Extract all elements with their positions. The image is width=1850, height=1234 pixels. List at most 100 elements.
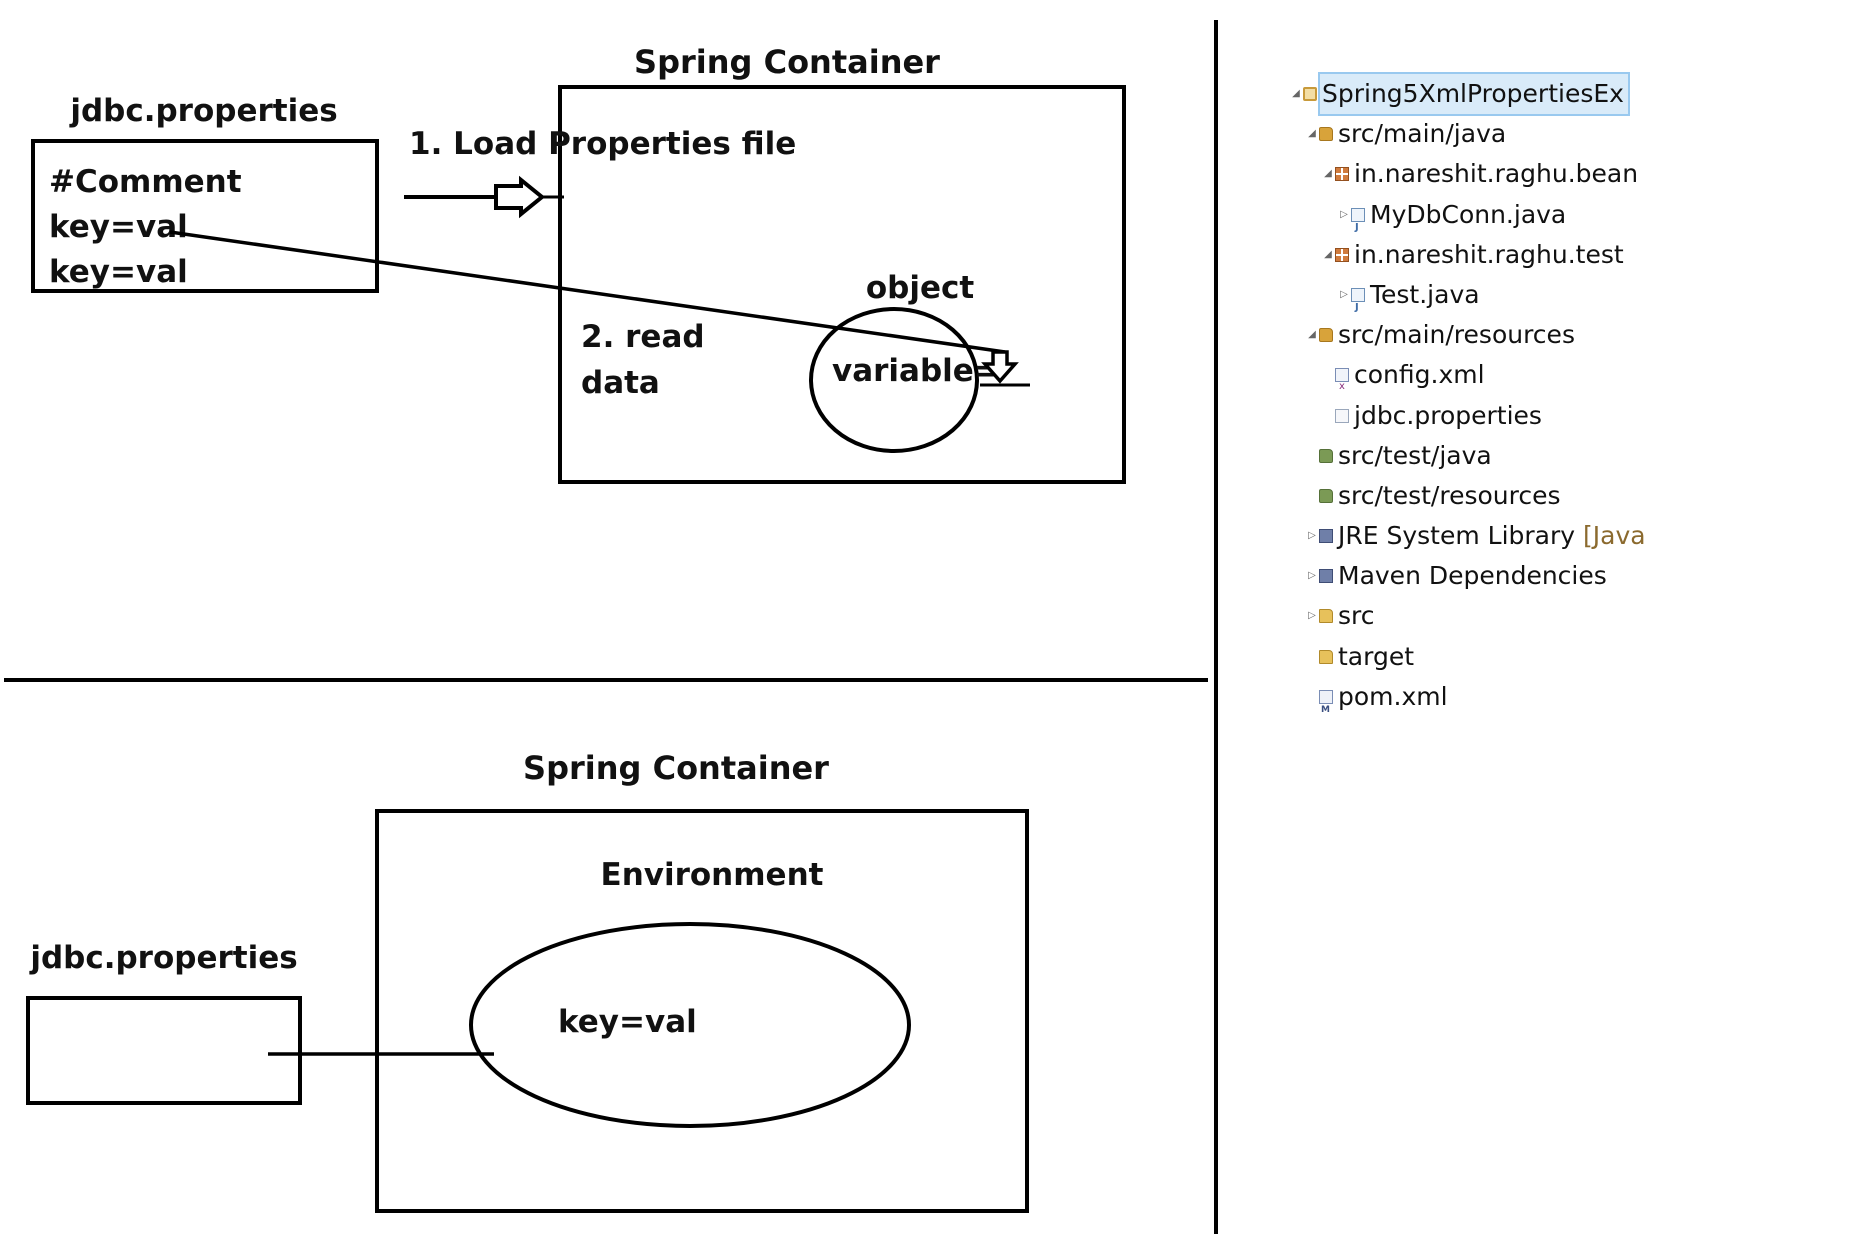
- tree-item[interactable]: ◢ src/main/resources: [1290, 315, 1830, 355]
- step2-label-line2: data: [581, 365, 660, 401]
- java-file-icon: [1351, 287, 1365, 328]
- tree-item-label: MyDbConn.java: [1370, 195, 1566, 235]
- no-twisty: [1322, 355, 1334, 395]
- library-icon: [1319, 529, 1333, 544]
- bottom-container-title: Spring Container: [523, 749, 829, 787]
- tree-item-text: Maven Dependencies: [1338, 561, 1607, 591]
- xml-file-icon: [1335, 367, 1349, 407]
- source-folder-icon: [1319, 127, 1333, 142]
- tree-item-text: src/main/java: [1338, 119, 1507, 149]
- tree-item-label: src/main/java: [1338, 114, 1506, 154]
- tree-item-text: in.nareshit.raghu.bean: [1354, 159, 1639, 189]
- tree-item-text: src/main/resources: [1338, 320, 1575, 350]
- tree-item[interactable]: jdbc.properties: [1290, 396, 1830, 436]
- tree-item-text: pom.xml: [1338, 681, 1448, 711]
- source-folder-icon: [1319, 328, 1333, 343]
- collapsed-twisty-icon[interactable]: ▷: [1340, 208, 1348, 220]
- tree-item[interactable]: src/test/resources: [1290, 476, 1830, 516]
- top-spring-container-box: [558, 85, 1126, 484]
- file-line-key-2: key=val: [49, 254, 188, 290]
- tree-item-label: config.xml: [1354, 355, 1485, 395]
- tree-item-label: src/main/resources: [1338, 315, 1575, 355]
- collapsed-twisty-icon[interactable]: ▷: [1308, 610, 1316, 622]
- package-icon: [1335, 247, 1349, 262]
- top-properties-file-box: [31, 139, 379, 293]
- environment-ellipse: [469, 922, 911, 1128]
- bottom-spring-container-box: [375, 809, 1029, 1213]
- tree-item[interactable]: pom.xml: [1290, 677, 1830, 730]
- tree-item[interactable]: ◢ Spring5XmlPropertiesEx: [1290, 72, 1830, 116]
- tree-item-label: src/test/java: [1338, 436, 1492, 476]
- no-twisty: [1306, 677, 1318, 717]
- top-container-title: Spring Container: [634, 43, 940, 81]
- tree-item[interactable]: ▷ Maven Dependencies: [1290, 556, 1830, 596]
- expanded-twisty-icon[interactable]: ◢: [1292, 88, 1300, 99]
- environment-label: Environment: [601, 857, 824, 893]
- collapsed-twisty-icon[interactable]: ▷: [1308, 570, 1316, 582]
- step1-label: 1. Load Properties file: [409, 126, 796, 162]
- tree-item-text: jdbc.properties: [1354, 400, 1542, 430]
- tree-item-text: src/test/java: [1338, 440, 1492, 470]
- variable-label: variable=: [832, 353, 1000, 389]
- pom-file-icon: [1319, 689, 1333, 730]
- tree-item[interactable]: src/test/java: [1290, 436, 1830, 476]
- tree-item[interactable]: ▷ JRE System Library [Java: [1290, 516, 1830, 556]
- tree-item[interactable]: ▷ MyDbConn.java: [1290, 195, 1830, 248]
- folder-icon: [1319, 609, 1333, 624]
- tree-item-label: pom.xml: [1338, 677, 1448, 717]
- expanded-twisty-icon[interactable]: ◢: [1308, 329, 1316, 341]
- properties-file-icon: [1335, 408, 1349, 423]
- tree-item-label: in.nareshit.raghu.test: [1354, 235, 1624, 275]
- read-data-line: [169, 230, 1006, 354]
- tree-item[interactable]: config.xml: [1290, 355, 1830, 407]
- no-twisty: [1306, 436, 1318, 476]
- top-file-label: jdbc.properties: [68, 93, 337, 129]
- bottom-file-label: jdbc.properties: [28, 940, 297, 976]
- tree-item[interactable]: target: [1290, 637, 1830, 677]
- no-twisty: [1306, 637, 1318, 677]
- collapsed-twisty-icon[interactable]: ▷: [1308, 530, 1316, 542]
- expanded-twisty-icon[interactable]: ◢: [1308, 128, 1316, 140]
- no-twisty: [1322, 396, 1334, 436]
- folder-icon: [1319, 649, 1333, 664]
- tree-item-text: src: [1338, 601, 1375, 631]
- tree-item[interactable]: ▷ src: [1290, 596, 1830, 636]
- tree-item-label: Test.java: [1370, 275, 1480, 315]
- tree-item-text: Test.java: [1370, 279, 1480, 309]
- object-circle: [809, 307, 979, 453]
- project-icon: [1303, 87, 1317, 101]
- tree-item-label: Spring5XmlPropertiesEx: [1318, 72, 1630, 116]
- tree-item-text: src/test/resources: [1338, 480, 1561, 510]
- java-file-icon: [1351, 207, 1365, 248]
- tree-item-text: JRE System Library: [1338, 521, 1576, 551]
- step2-label-line1: 2. read: [581, 319, 705, 355]
- tree-item-label: src/test/resources: [1338, 476, 1561, 516]
- library-icon: [1319, 569, 1333, 584]
- tree-item-label: jdbc.properties: [1354, 396, 1542, 436]
- tree-item-text: target: [1338, 641, 1415, 671]
- tree-item-label: src: [1338, 596, 1375, 636]
- tree-item[interactable]: ▷ Test.java: [1290, 275, 1830, 328]
- source-folder-icon: [1319, 448, 1333, 463]
- collapsed-twisty-icon[interactable]: ▷: [1340, 288, 1348, 300]
- tree-item-text: Spring5XmlPropertiesEx: [1322, 79, 1624, 108]
- tree-item-text: in.nareshit.raghu.test: [1354, 239, 1624, 269]
- tree-item[interactable]: ◢ in.nareshit.raghu.test: [1290, 235, 1830, 275]
- tree-item-text: MyDbConn.java: [1370, 199, 1567, 229]
- tree-item-label: in.nareshit.raghu.bean: [1354, 154, 1638, 194]
- tree-item[interactable]: ◢ in.nareshit.raghu.bean: [1290, 154, 1830, 194]
- tree-item[interactable]: ◢ src/main/java: [1290, 114, 1830, 154]
- expanded-twisty-icon[interactable]: ◢: [1324, 248, 1332, 260]
- no-twisty: [1306, 476, 1318, 516]
- package-icon: [1335, 167, 1349, 182]
- tree-item-text: config.xml: [1354, 360, 1485, 390]
- object-label: object: [866, 270, 975, 306]
- source-folder-icon: [1319, 488, 1333, 503]
- bottom-properties-file-box: [26, 996, 302, 1105]
- load-arrow-head: [494, 175, 546, 219]
- tree-item-label: JRE System Library [Java: [1338, 516, 1646, 556]
- project-explorer-tree: ◢ Spring5XmlPropertiesEx ◢ src/main/java ◢ in…: [1290, 72, 1830, 730]
- expanded-twisty-icon[interactable]: ◢: [1324, 168, 1332, 180]
- tree-item-suffix: [Java: [1583, 521, 1646, 551]
